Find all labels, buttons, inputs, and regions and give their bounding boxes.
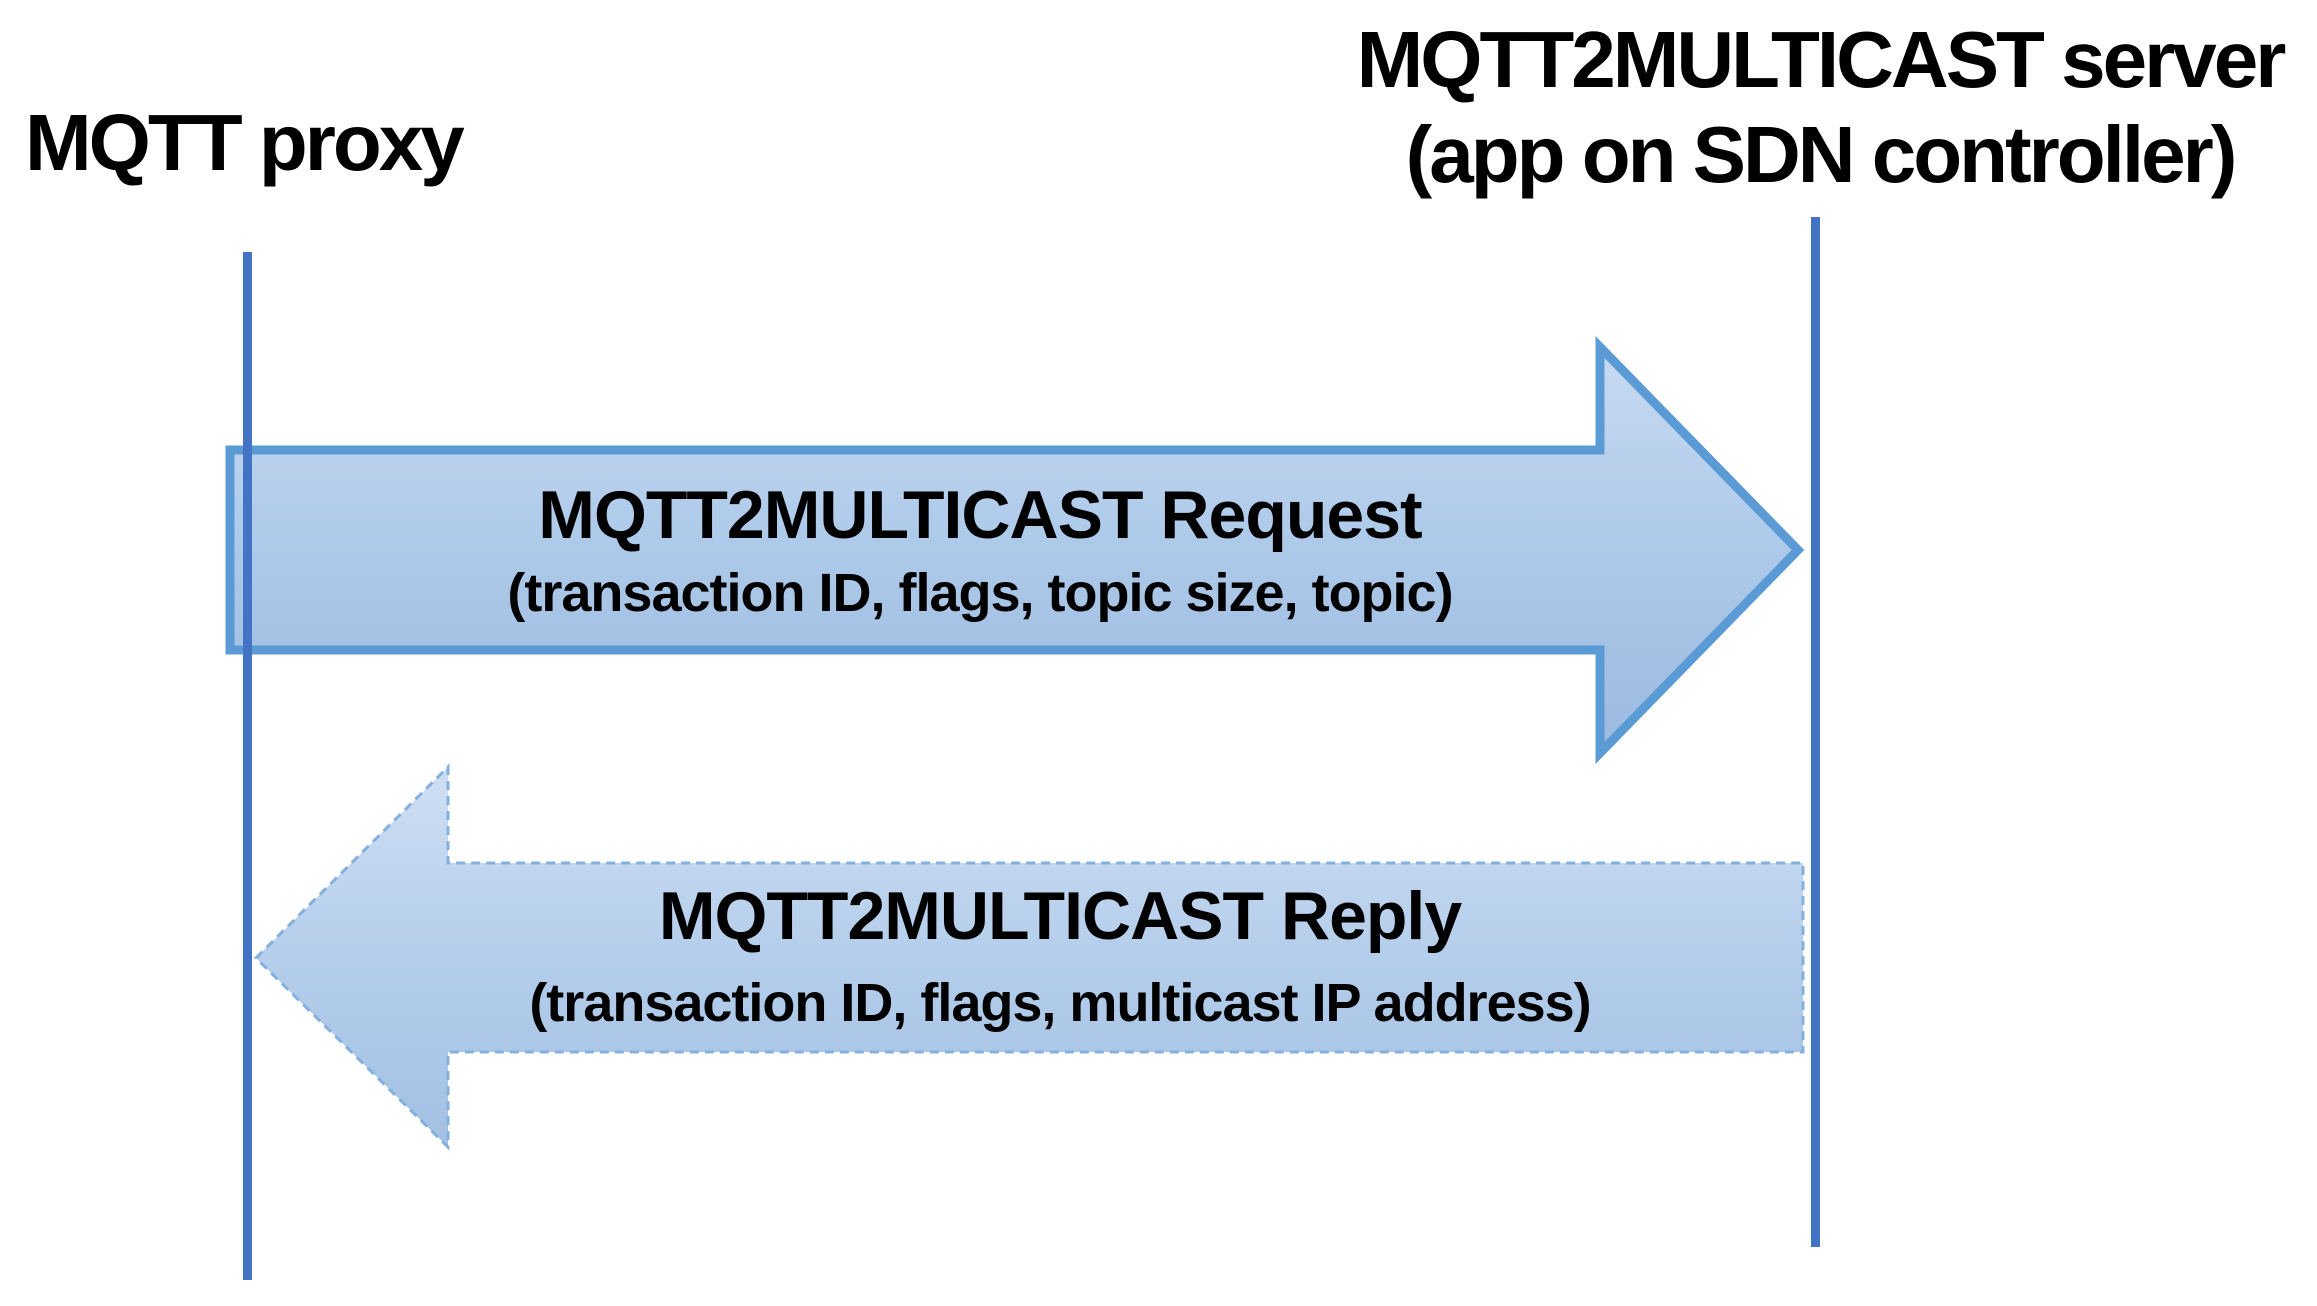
request-arrow-title: MQTT2MULTICAST Request [538,477,1422,553]
request-arrow-params: (transaction ID, flags, topic size, topi… [507,563,1453,623]
lifeline-mqtt2multicast-server [1811,217,1820,1247]
right-actor-label-line1: MQTT2MULTICAST server [1356,15,2287,104]
reply-arrow-params: (transaction ID, flags, multicast IP add… [529,973,1591,1033]
left-actor-label: MQTT proxy [25,98,465,187]
lifeline-mqtt-proxy [243,252,252,1280]
reply-arrow [253,763,1805,1151]
request-arrow [225,335,1805,765]
right-actor-label: MQTT2MULTICAST server (app on SDN contro… [1320,12,2317,202]
right-actor-label-line2: (app on SDN controller) [1405,110,2238,199]
reply-arrow-title: MQTT2MULTICAST Reply [658,878,1462,954]
